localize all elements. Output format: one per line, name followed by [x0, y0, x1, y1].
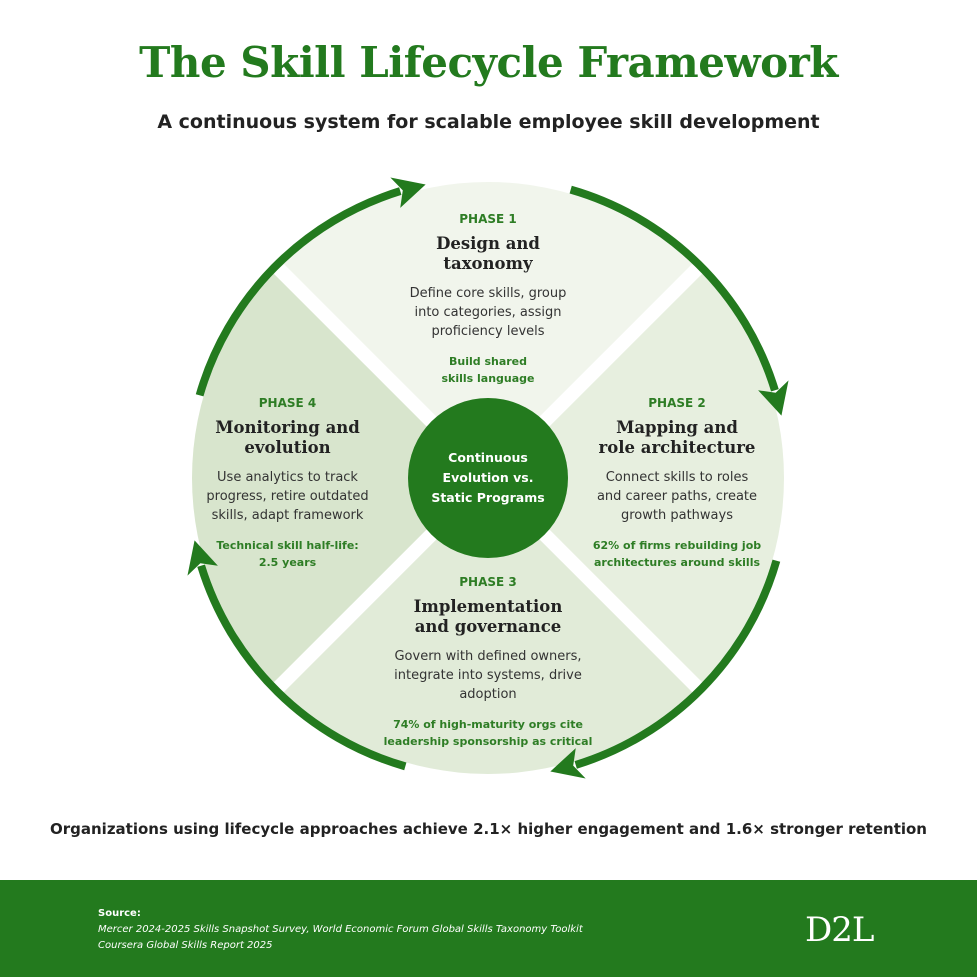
quadrant-phase-1 [278, 182, 698, 478]
phase-2: PHASE 2 Mapping and role architecture Co… [582, 396, 772, 571]
arrowhead-icon [390, 177, 426, 208]
phase-stat: Build shared skills language [441, 355, 535, 385]
arrowhead-icon [758, 380, 789, 416]
cycle-arrow [197, 564, 407, 771]
phase-name: Design and taxonomy [436, 234, 540, 273]
phase-description: Define core skills, group into categorie… [409, 286, 567, 339]
center-text: Continuous Evolution vs. Static Programs [431, 450, 545, 505]
phase-1: PHASE 1 Design and taxonomy Define core … [388, 212, 588, 387]
phase-label: PHASE 2 [648, 396, 706, 410]
phase-stat: 62% of firms rebuilding job architecture… [592, 539, 762, 569]
cycle-arrow [574, 559, 781, 769]
source-line: Coursera Global Skills Report 2025 [98, 940, 273, 951]
phase-label: PHASE 4 [258, 396, 317, 410]
phase-description: Govern with defined owners, integrate in… [394, 649, 582, 702]
phase-stat: Technical skill half-life: 2.5 years [216, 539, 359, 569]
page-title: The Skill Lifecycle Framework [139, 38, 838, 87]
phase-name: Mapping and role architecture [598, 418, 756, 457]
cycle-arrow [569, 185, 779, 392]
phase-name: Monitoring and evolution [215, 418, 360, 457]
phase-name: Implementation and governance [413, 597, 563, 636]
quadrant-phase-4 [191, 268, 488, 688]
bottom-statement: Organizations using lifecycle approaches… [49, 820, 927, 838]
arrowhead-icon [187, 540, 218, 576]
d2l-logo: D2L [805, 910, 874, 950]
phase-label: PHASE 1 [459, 212, 517, 226]
phase-label: PHASE 3 [459, 575, 517, 589]
quadrant-phase-3 [278, 478, 698, 775]
source-block: Source: Mercer 2024-2025 Skills Snapshot… [98, 906, 583, 954]
footer: Source: Mercer 2024-2025 Skills Snapshot… [0, 880, 977, 977]
cycle-arrow [195, 187, 402, 397]
quadrant-phase-2 [488, 268, 784, 688]
phase-stat: 74% of high-maturity orgs cite leadershi… [383, 718, 593, 748]
arrowhead-icon [550, 748, 586, 779]
phase-description: Use analytics to track progress, retire … [206, 470, 369, 523]
phase-3: PHASE 3 Implementation and governance Go… [378, 575, 598, 750]
source-line: Mercer 2024-2025 Skills Snapshot Survey,… [98, 924, 583, 935]
phase-description: Connect skills to roles and career paths… [596, 470, 758, 523]
source-heading: Source: [98, 908, 141, 919]
page-subtitle: A continuous system for scalable employe… [157, 111, 820, 133]
center-circle: Continuous Evolution vs. Static Programs [408, 398, 568, 558]
phase-4: PHASE 4 Monitoring and evolution Use ana… [200, 396, 375, 571]
